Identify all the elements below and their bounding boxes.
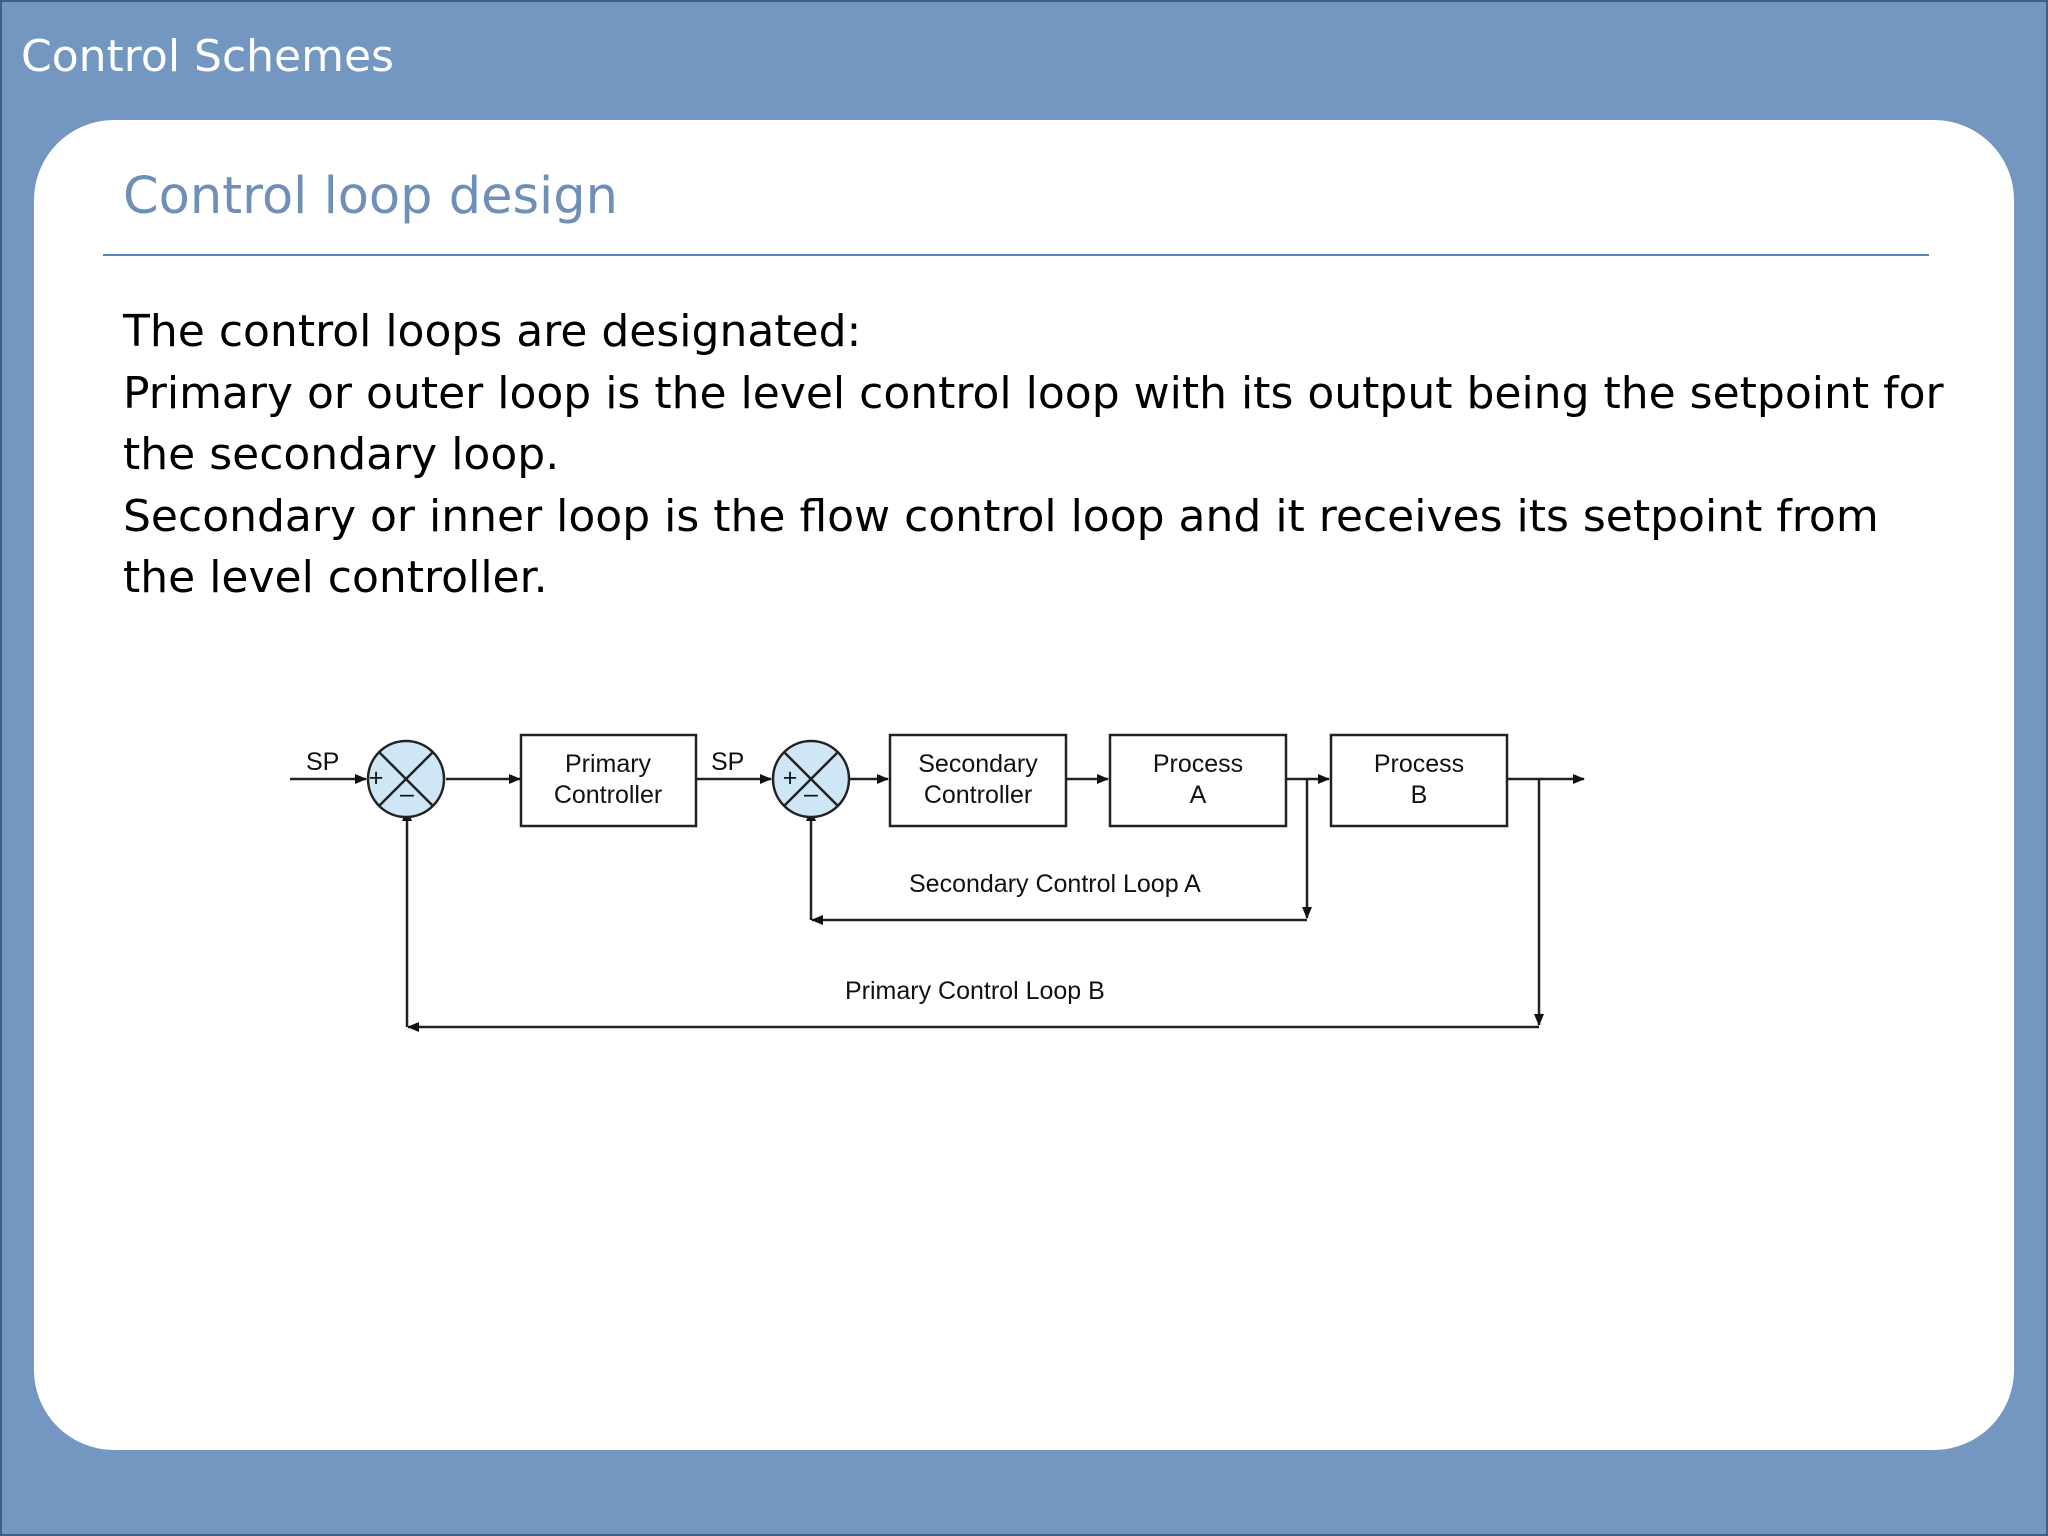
process-b-line2: B xyxy=(1411,781,1428,809)
block-process-b: Process B xyxy=(1329,733,1509,828)
sp2-label: SP xyxy=(711,748,744,776)
loop-b-label: Primary Control Loop B xyxy=(845,977,1105,1005)
paragraph-intro: The control loops are designated: xyxy=(123,306,862,357)
sp1-label: SP xyxy=(306,748,339,776)
summer2-plus: + xyxy=(783,764,798,792)
paragraph-secondary-loop: Secondary or inner loop is the flow cont… xyxy=(123,490,1879,604)
block-process-a: Process A xyxy=(1108,733,1288,828)
slide-heading: Control loop design xyxy=(123,167,618,226)
summing-junction-2: + – xyxy=(771,739,851,819)
secondary-controller-line2: Controller xyxy=(924,781,1032,809)
paragraph-primary-loop: Primary or outer loop is the level contr… xyxy=(123,367,1944,481)
process-b-line1: Process xyxy=(1374,750,1464,778)
body-text: The control loops are designated: Primar… xyxy=(123,301,1963,609)
primary-controller-line1: Primary xyxy=(565,750,652,778)
secondary-controller-line1: Secondary xyxy=(918,750,1038,778)
process-a-line2: A xyxy=(1190,781,1207,809)
loop-a-label: Secondary Control Loop A xyxy=(909,870,1201,898)
summer2-minus: – xyxy=(804,780,818,808)
block-primary-controller: Primary Controller xyxy=(519,733,698,828)
header-title: Control Schemes xyxy=(21,31,394,82)
summer1-plus: + xyxy=(369,764,384,792)
summer1-minus: – xyxy=(400,780,414,808)
process-a-line1: Process xyxy=(1153,750,1243,778)
block-secondary-controller: Secondary Controller xyxy=(888,733,1068,828)
heading-rule xyxy=(103,254,1929,256)
summing-junction-1: + – xyxy=(366,739,446,819)
primary-controller-line2: Controller xyxy=(554,781,662,809)
